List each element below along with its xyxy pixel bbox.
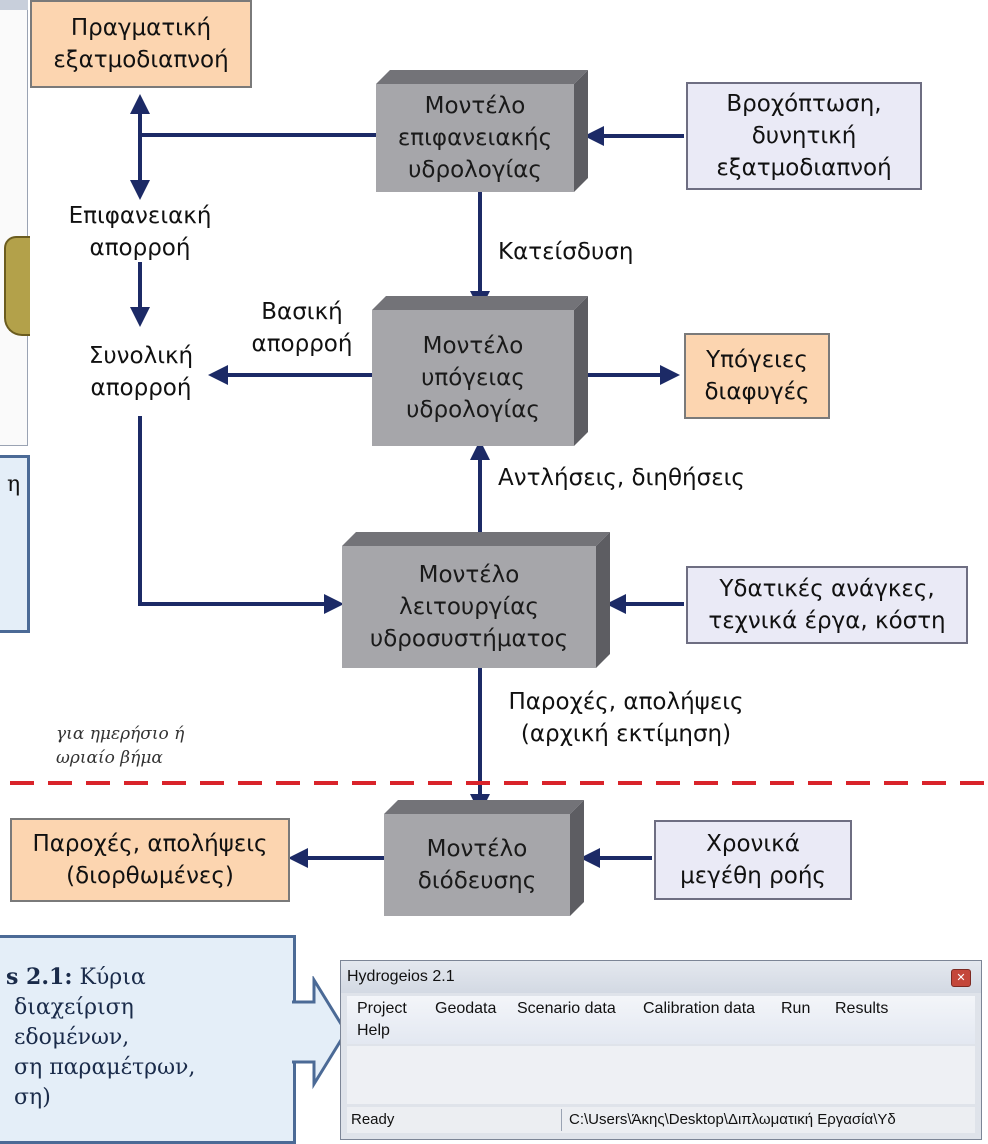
caption-line3: εδομένων, [14, 1025, 130, 1050]
total-runoff-to-operation-line [138, 416, 344, 614]
cropped-callout-left: η [0, 455, 30, 633]
caption-line2: διαχείριση [14, 995, 134, 1020]
status-divider [561, 1109, 562, 1131]
corrected-flows-box: Παροχές, απολήψεις (διορθωμένες) [10, 818, 290, 902]
rain-input-box: Βροχόπτωση, δυνητική εξατμοδιαπνοή [686, 82, 922, 190]
caption-text: s 2.1: Κύρια διαχείριση εδομένων, ση παρ… [6, 962, 286, 1113]
pumping-label: Αντλήσεις, διηθήσεις [498, 465, 745, 491]
cropped-map-fragment [4, 236, 30, 336]
window-client-area [347, 1046, 975, 1104]
infiltration-label: Κατείσδυση [498, 239, 634, 265]
menu-run[interactable]: Run [781, 1000, 811, 1017]
cropped-titlebar-close [0, 0, 28, 10]
status-ready: Ready [351, 1111, 395, 1128]
water-needs-box: Υδατικές ανάγκες, τεχνικά έργα, κόστη [686, 566, 968, 644]
menu-bar: Project Geodata Scenario data Calibratio… [347, 996, 975, 1044]
diagram-arrows [10, 94, 988, 868]
caption-bold: s 2.1: [6, 964, 73, 990]
caption-callout [0, 935, 296, 1144]
baseflow-label: Βασική απορροή [251, 299, 353, 357]
cropped-panel-left [0, 0, 28, 446]
window-title: Hydrogeios 2.1 [341, 961, 981, 993]
flow-magnitudes-box: Χρονικά μεγέθη ροής [654, 820, 852, 900]
groundwater-model-box: Μοντέλο υπόγειας υδρολογίας [372, 296, 588, 446]
menu-scenario-data[interactable]: Scenario data [517, 1000, 616, 1017]
status-bar: Ready C:\Users\Άκης\Desktop\Διπλωματική … [347, 1107, 975, 1133]
actual-evap-box: Πραγματική εξατμοδιαπνοή [30, 0, 252, 88]
menu-calibration-data[interactable]: Calibration data [643, 1000, 756, 1017]
menu-project[interactable]: Project [357, 1000, 407, 1017]
menu-geodata[interactable]: Geodata [435, 1000, 497, 1017]
flows-estimate-label: Παροχές, απολήψεις (αρχική εκτίμηση) [508, 689, 744, 747]
groundwater-losses-box: Υπόγειες διαφυγές [684, 333, 830, 419]
surface-runoff-label: Επιφανειακή απορροή [68, 203, 212, 261]
timestep-label: για ημερήσιο ή ωριαίο βήμα [56, 724, 185, 768]
hydrogeios-window: Hydrogeios 2.1 ✕ Project Geodata Scenari… [340, 960, 982, 1140]
window-close-button[interactable]: ✕ [951, 969, 971, 987]
callout-fragment-text: η [7, 472, 21, 497]
menu-results[interactable]: Results [835, 1000, 889, 1017]
caption-line4: ση παραμέτρων, [14, 1055, 196, 1080]
routing-model-box: Μοντέλο διόδευσης [384, 800, 584, 916]
caption-line5: ση) [14, 1085, 51, 1110]
caption-rest: Κύρια [72, 965, 146, 990]
surface-model-box: Μοντέλο επιφανειακής υδρολογίας [376, 70, 588, 192]
status-path: C:\Users\Άκης\Desktop\Διπλωματική Εργασί… [569, 1111, 896, 1128]
menu-help[interactable]: Help [357, 1022, 390, 1039]
operation-model-box: Μοντέλο λειτουργίας υδροσυστήματος [342, 532, 610, 668]
total-runoff-label: Συνολική απορροή [88, 343, 194, 401]
